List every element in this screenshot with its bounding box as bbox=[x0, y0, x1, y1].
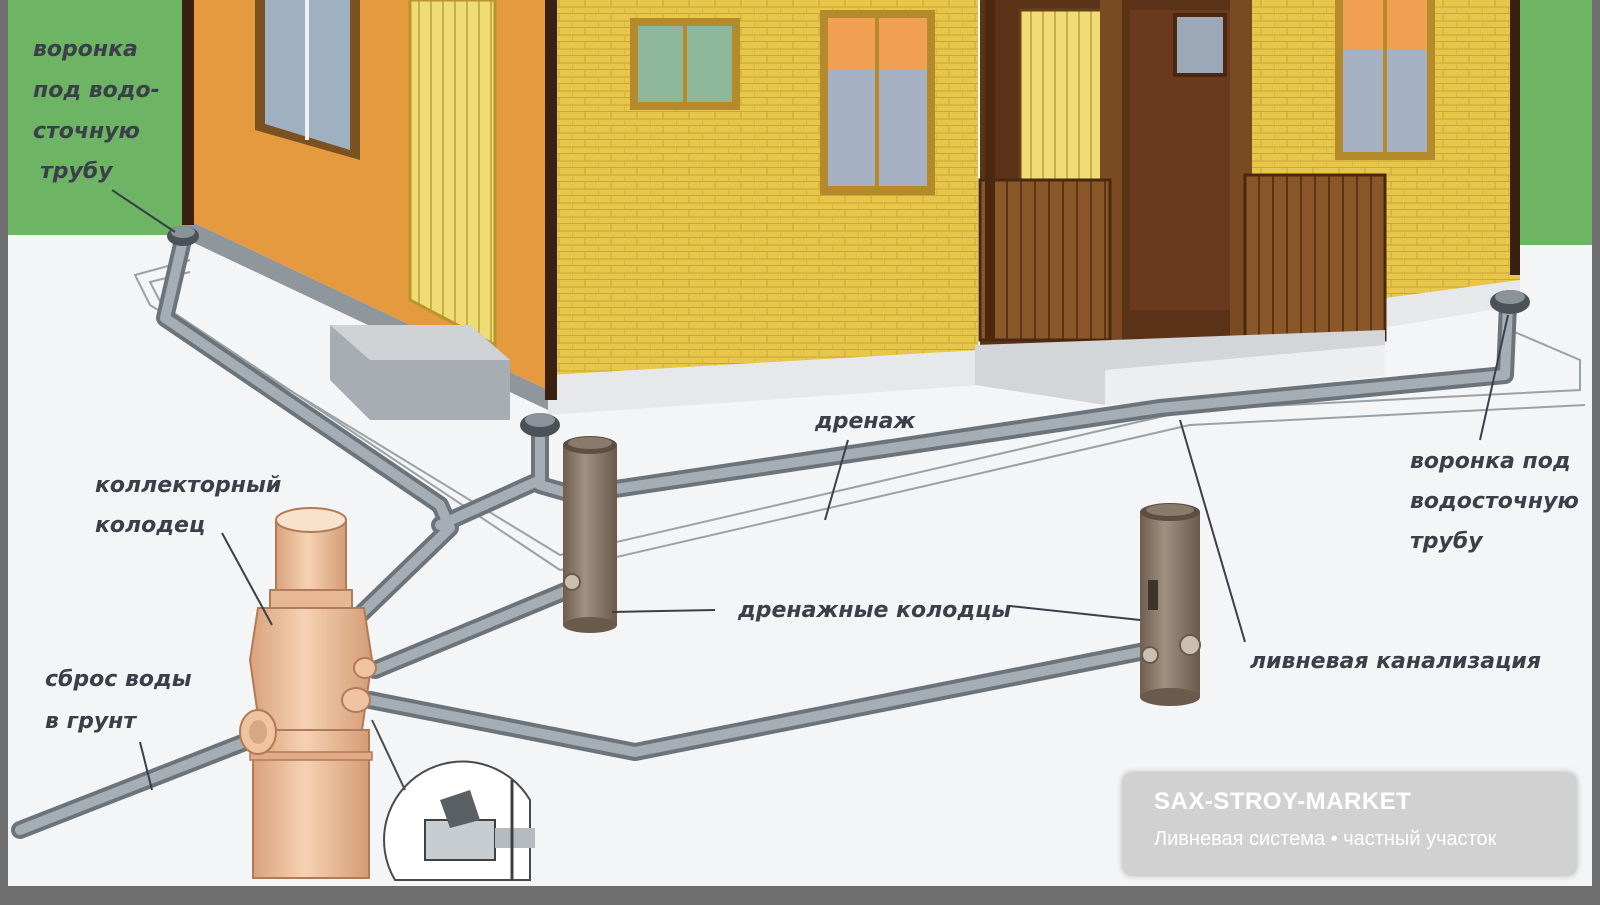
drainage-well-2 bbox=[1140, 503, 1201, 706]
detail-inset bbox=[371, 719, 535, 881]
side-door bbox=[408, 0, 497, 348]
label-storm-sewer: ливневая канализация bbox=[1250, 649, 1541, 674]
caption-subtitle: Ливневая система • частный участок bbox=[1154, 828, 1497, 850]
drainage-outline bbox=[133, 259, 1586, 572]
porch bbox=[975, 0, 1387, 405]
leader-lines bbox=[111, 189, 1509, 791]
label-funnel-right: воронка под водосточную трубу bbox=[1410, 449, 1587, 554]
caption-title: SAX-STROY-MARKET bbox=[1154, 788, 1412, 815]
caption-box: SAX-STROY-MARKET Ливневая система • част… bbox=[1122, 772, 1577, 876]
label-collector-well: коллекторный колодец bbox=[95, 473, 289, 538]
collector-well bbox=[239, 507, 377, 879]
house bbox=[182, 0, 1520, 420]
grass-left bbox=[8, 0, 188, 235]
label-drainage-wells: дренажные колодцы bbox=[737, 598, 1011, 623]
label-discharge: сброс воды в грунт bbox=[45, 667, 199, 734]
downpipe-right bbox=[1510, 0, 1520, 275]
label-funnel-left: воронка под водо- сточную трубу bbox=[33, 37, 167, 184]
labels: воронка под водо- сточную трубу воронка … bbox=[33, 37, 1587, 734]
drainage-well-1 bbox=[563, 436, 617, 633]
label-drainage: дренаж bbox=[814, 409, 916, 434]
downpipe-corner bbox=[545, 0, 557, 400]
downpipe-left bbox=[182, 0, 194, 225]
